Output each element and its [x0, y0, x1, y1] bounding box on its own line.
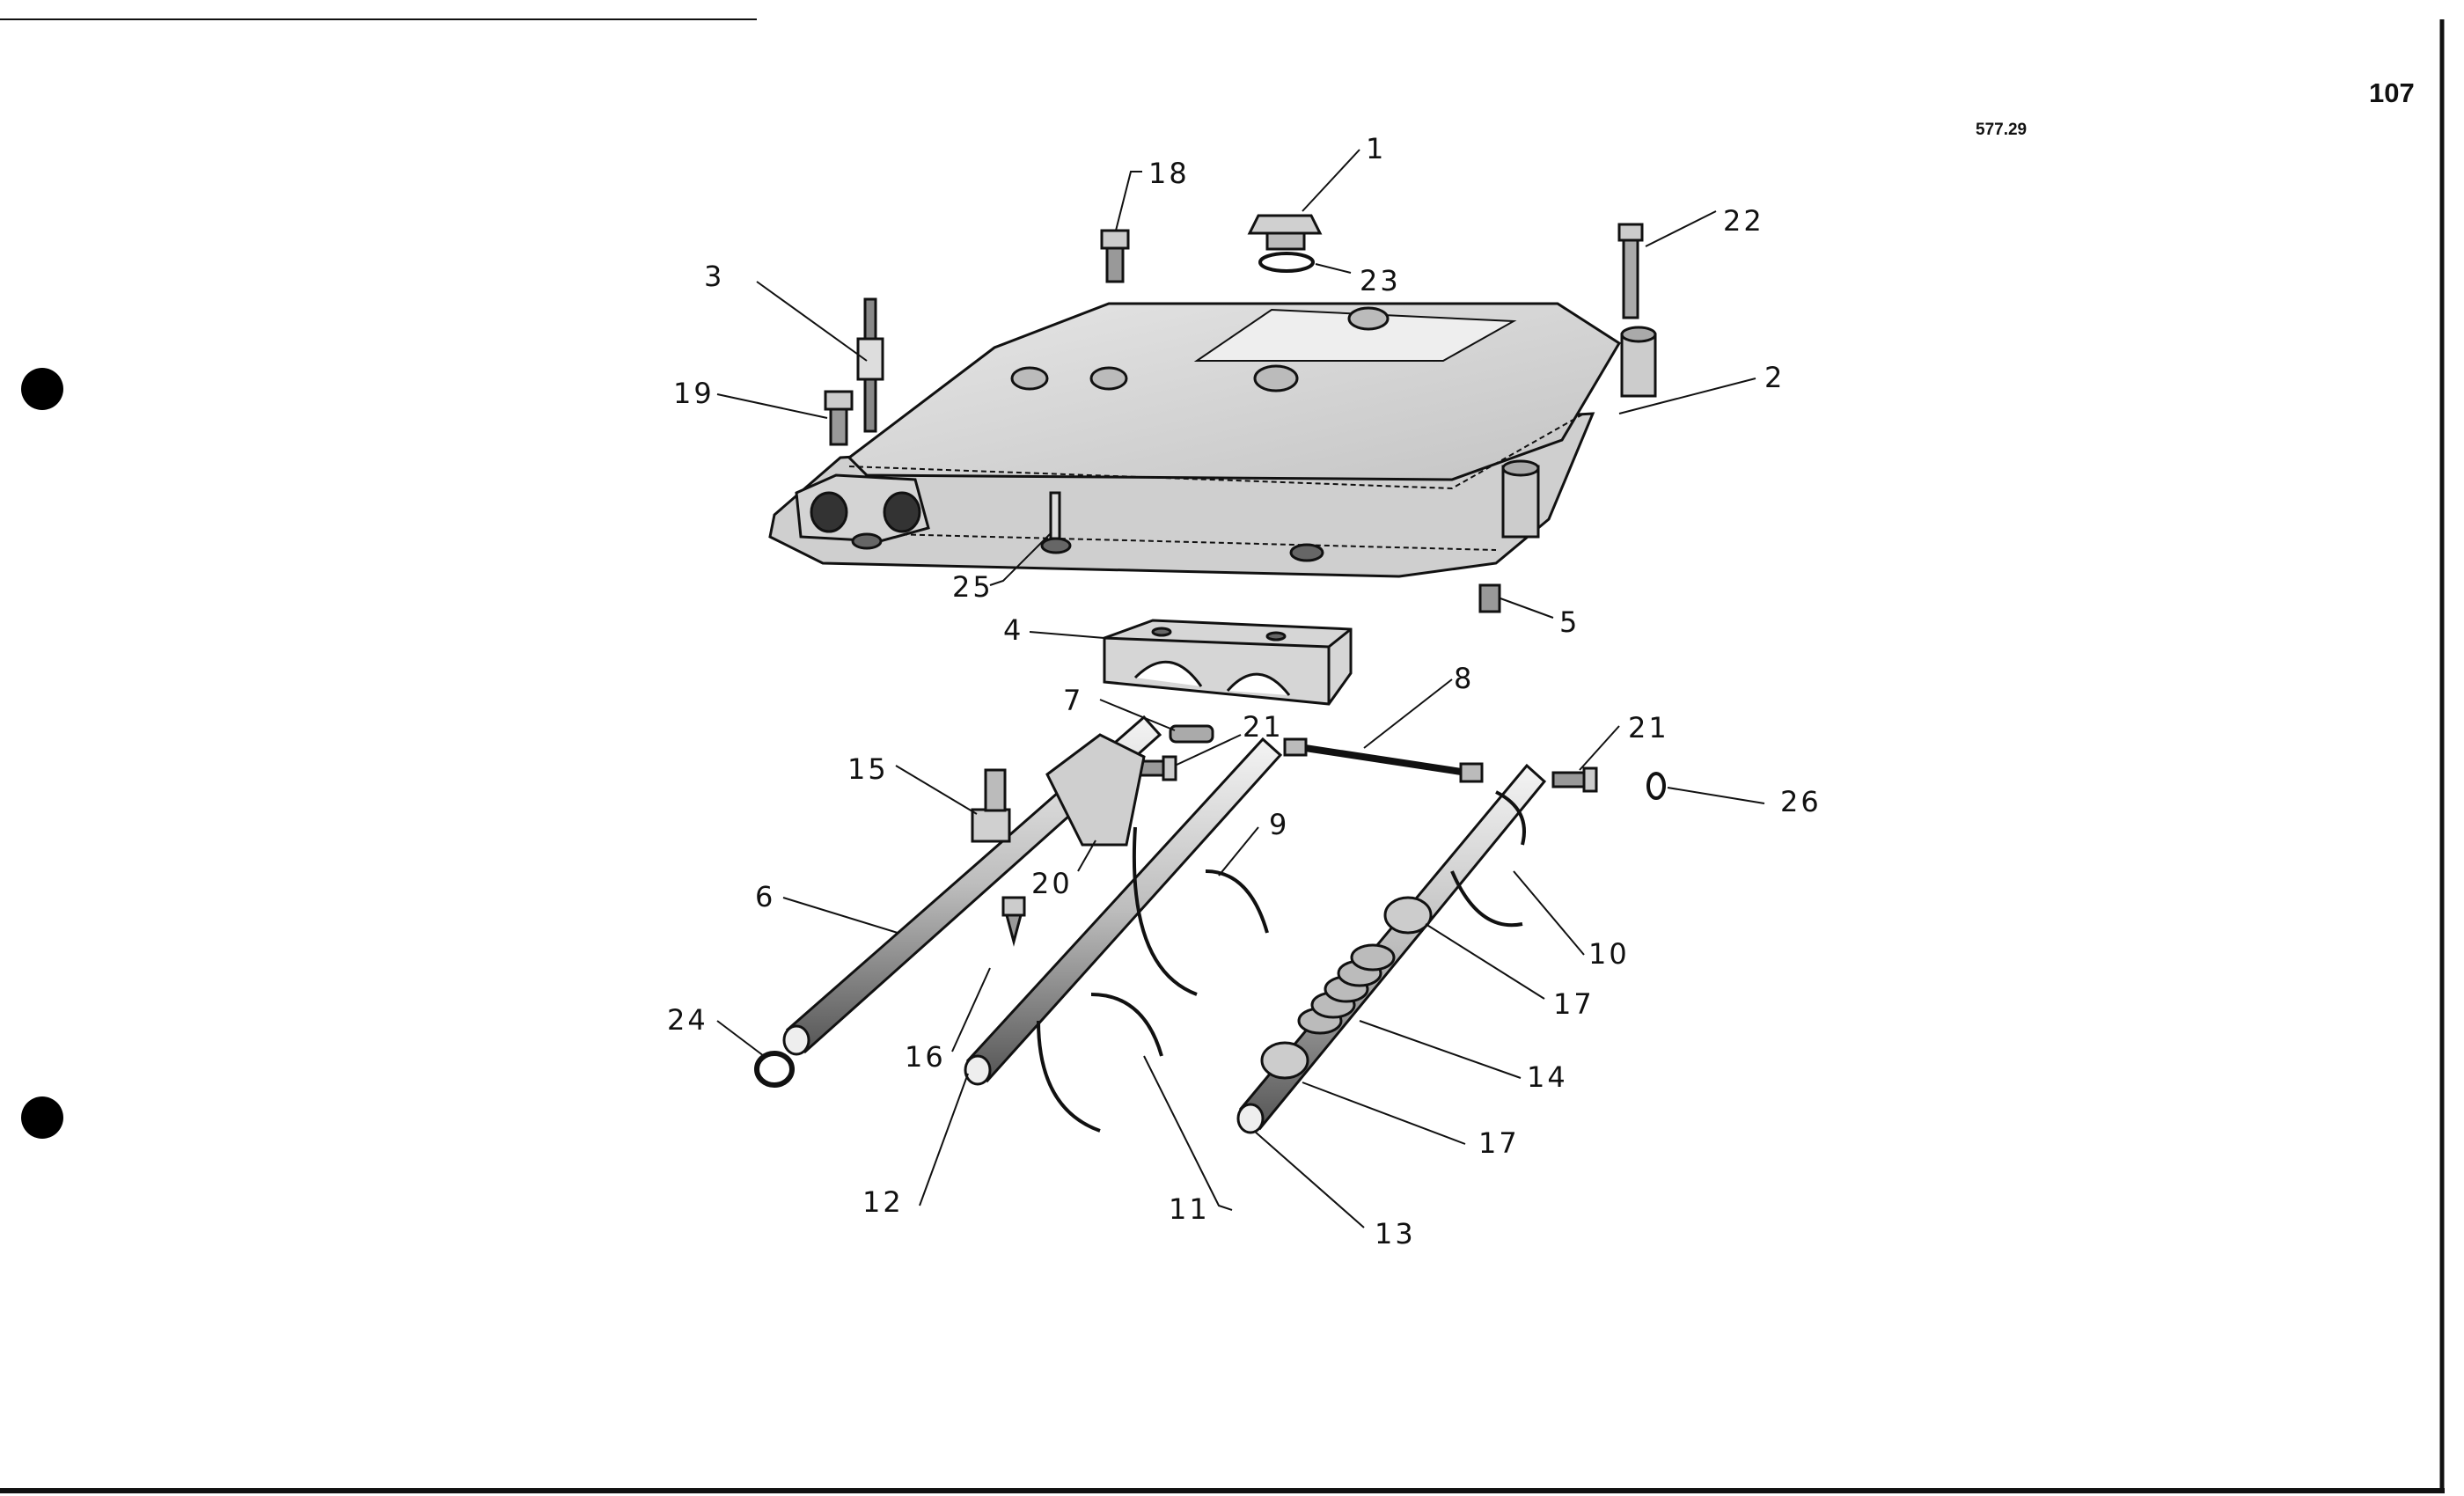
guide-block-part-4 [1103, 619, 1353, 706]
callout-11: 11 [1169, 1192, 1210, 1226]
callout-26: 26 [1780, 785, 1822, 818]
ring-part-26 [1646, 772, 1666, 800]
stud-part-3 [856, 297, 884, 433]
callout-25: 25 [952, 570, 994, 604]
link-rod-part-8 [1283, 737, 1484, 783]
callout-17-upper: 17 [1553, 987, 1595, 1021]
callout-17-lower: 17 [1478, 1126, 1520, 1160]
selector-rod-part-12 [964, 737, 1283, 1086]
selector-rod-part-13 [1236, 763, 1547, 1134]
reference-code: 577.29 [1976, 121, 2028, 139]
callout-1: 1 [1366, 132, 1387, 165]
collar-part-17-lower [1260, 1041, 1309, 1080]
leader-lines [716, 149, 1765, 1228]
callout-12: 12 [862, 1185, 904, 1219]
dowel-part-5 [1478, 583, 1501, 613]
callout-23: 23 [1360, 264, 1401, 297]
callout-20: 20 [1031, 867, 1073, 900]
callout-16: 16 [905, 1040, 946, 1074]
callout-2: 2 [1764, 361, 1786, 394]
selector-lever-part-15 [971, 768, 1011, 843]
callout-15: 15 [847, 752, 889, 786]
bolt-part-18 [1100, 229, 1130, 283]
screw-part-21-left [1133, 755, 1177, 781]
callout-3: 3 [704, 260, 725, 293]
long-bolt-part-22 [1617, 223, 1644, 319]
callout-14: 14 [1527, 1060, 1568, 1094]
bolt-part-16 [1001, 896, 1026, 947]
washer-part-23 [1258, 252, 1315, 273]
binder-hole-top [21, 368, 63, 410]
callout-19: 19 [673, 377, 715, 410]
shift-fork-part-9 [1132, 826, 1269, 996]
spring-part-14 [1297, 943, 1396, 1035]
callout-5: 5 [1559, 605, 1580, 639]
callout-18: 18 [1148, 157, 1190, 190]
binder-hole-bottom [21, 1096, 63, 1139]
callout-10: 10 [1588, 937, 1630, 971]
page-number: 107 [2369, 77, 2415, 108]
screw-part-21-right [1551, 766, 1598, 793]
callout-22: 22 [1723, 204, 1764, 238]
callout-6: 6 [755, 880, 776, 913]
page-frame [0, 18, 2445, 1493]
shift-fork-part-10 [1450, 790, 1526, 928]
callout-21-right: 21 [1628, 711, 1669, 744]
callout-24: 24 [667, 1003, 708, 1037]
pin-part-7 [1169, 724, 1214, 744]
bolt-part-19 [824, 390, 854, 446]
callout-4: 4 [1003, 613, 1024, 647]
collar-part-17-upper [1383, 896, 1433, 935]
shift-fork-part-11 [1037, 993, 1163, 1133]
callout-8: 8 [1454, 662, 1475, 695]
ring-part-24 [754, 1051, 795, 1088]
callout-13: 13 [1375, 1217, 1416, 1250]
filler-plug-part-1 [1247, 214, 1323, 251]
callout-9: 9 [1269, 808, 1290, 841]
callout-21-left: 21 [1243, 710, 1284, 744]
callout-7: 7 [1063, 684, 1084, 717]
gearbox-cover-part-2 [768, 302, 1657, 578]
fork-bracket-part-20 [1045, 733, 1146, 847]
